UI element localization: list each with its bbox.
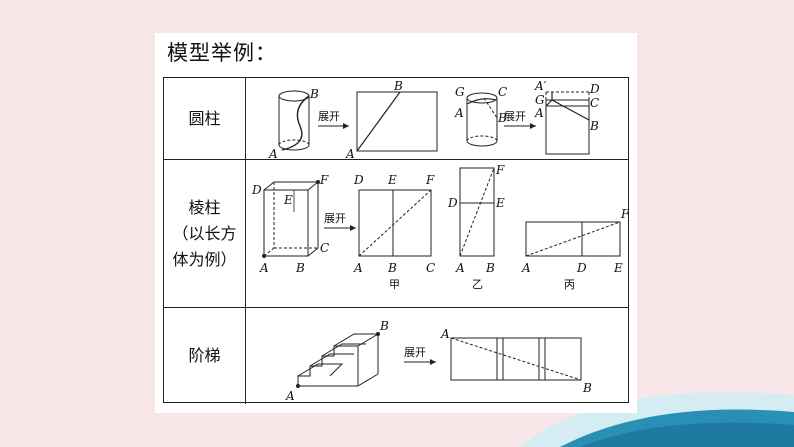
caption-jia: 甲	[389, 278, 400, 291]
row-stairs: 阶梯 A B 展开	[164, 308, 628, 404]
pt-label: E	[387, 173, 397, 187]
pt-label: B	[497, 111, 507, 125]
section-title: 模型举例：	[167, 41, 277, 65]
pt-label: A	[285, 389, 295, 403]
pt-label: G	[455, 85, 465, 99]
row-label-prism: 棱柱 （以长方 体为例）	[164, 160, 246, 307]
pt-label: A	[345, 147, 355, 160]
pt-label: A	[353, 261, 363, 275]
caption-bing: 丙	[564, 278, 575, 291]
pt-label: A	[259, 261, 269, 275]
pt-label: F	[620, 207, 628, 221]
pt-label: B	[485, 261, 495, 275]
pt-label: A′	[534, 79, 547, 93]
pt-label: B	[379, 319, 389, 333]
pt-label: G	[535, 93, 545, 107]
pt-label: D	[353, 173, 364, 187]
pt-label: C	[320, 241, 329, 255]
pt-label: E	[495, 196, 505, 210]
cylinder-diagrams: B A 展开 B A G C A	[268, 79, 600, 160]
pt-label: A	[455, 261, 465, 275]
row-cylinder: 圆柱 B A 展开 B A	[164, 78, 628, 160]
pt-label: F	[425, 173, 435, 187]
pt-label: B	[295, 261, 305, 275]
pt-label: E	[283, 193, 293, 207]
pt-label: A	[534, 106, 544, 120]
pt-label: A	[521, 261, 531, 275]
pt-label: D	[589, 82, 600, 96]
pt-label: C	[426, 261, 435, 275]
pt-label: A	[268, 147, 278, 160]
pt-label: B	[582, 381, 592, 395]
unfold-label: 展开	[318, 110, 340, 123]
pt-label: C	[498, 85, 507, 99]
row-label-stairs: 阶梯	[164, 308, 246, 404]
row-label-cylinder: 圆柱	[164, 78, 246, 159]
unfold-label: 展开	[404, 346, 426, 359]
pt-label: E	[613, 261, 623, 275]
pt-label: B	[393, 79, 403, 93]
pt-label: D	[251, 183, 262, 197]
pt-label: A	[454, 106, 464, 120]
content-card: 模型举例： 圆柱 B A 展开 B	[155, 33, 637, 413]
prism-diagrams: D F E C A B 展开 D E F A B C 甲	[251, 163, 628, 291]
pt-label: B	[589, 119, 599, 133]
pt-label: B	[387, 261, 397, 275]
pt-label: F	[495, 163, 505, 177]
model-table: 圆柱 B A 展开 B A	[163, 77, 629, 404]
pt-label: B	[309, 87, 319, 101]
row-prism: 棱柱 （以长方 体为例） D F E C A B	[164, 160, 628, 308]
pt-label: D	[576, 261, 587, 275]
caption-yi: 乙	[472, 278, 483, 291]
pt-label: C	[590, 96, 599, 110]
pt-label: F	[319, 173, 329, 187]
unfold-label: 展开	[324, 212, 346, 225]
pt-label: D	[447, 196, 458, 210]
unfold-label: 展开	[504, 110, 526, 123]
stairs-diagrams: A B 展开 A B	[285, 319, 592, 403]
pt-label: A	[440, 327, 450, 341]
